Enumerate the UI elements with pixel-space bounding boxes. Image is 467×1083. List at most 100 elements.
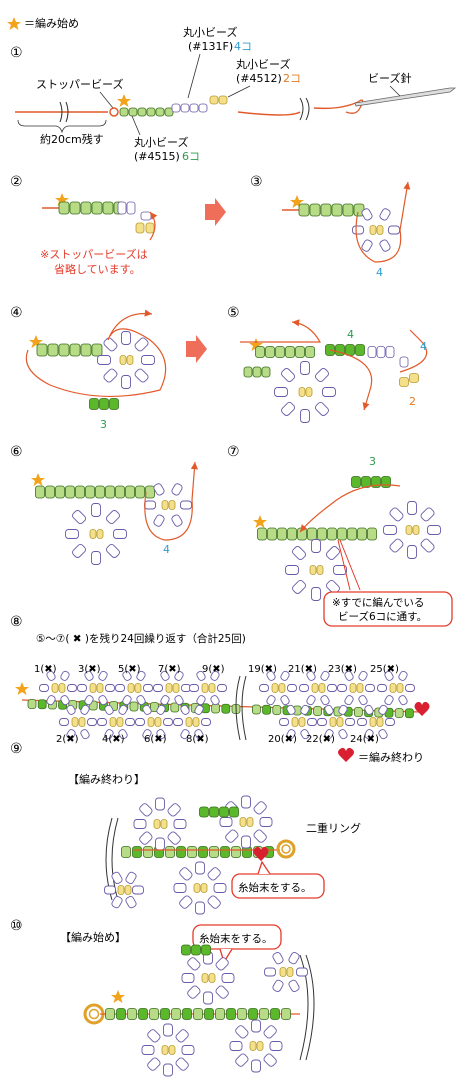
bead xyxy=(72,543,87,558)
bead xyxy=(358,695,368,706)
bead xyxy=(175,1057,189,1071)
bead xyxy=(99,398,109,410)
bead xyxy=(226,1008,236,1020)
bead xyxy=(241,835,251,849)
bead xyxy=(182,1008,192,1020)
bead xyxy=(122,695,132,706)
bead xyxy=(155,107,165,117)
bead xyxy=(195,861,205,875)
bead xyxy=(286,729,296,740)
bead xyxy=(165,683,173,693)
bead xyxy=(65,529,79,539)
bead xyxy=(280,670,290,681)
bead xyxy=(66,704,76,715)
bead xyxy=(141,355,155,365)
step-8-diagram: ⑤～⑦( ✖ )を残り24回繰り返す（合計25回) 1(✖)3(✖)5(✖)7(… xyxy=(15,632,430,764)
bead xyxy=(95,485,105,499)
bead xyxy=(300,729,310,740)
bead xyxy=(46,695,56,706)
bead xyxy=(104,704,114,715)
bead xyxy=(217,684,227,692)
repeat-label-bottom: 24(✖) xyxy=(350,734,379,745)
bead xyxy=(60,695,70,706)
bead xyxy=(194,704,204,715)
stopper-bead-label: ストッパービーズ xyxy=(36,77,123,91)
bead xyxy=(160,819,168,829)
bead xyxy=(133,819,147,829)
step-2-note-line1: ※ストッパービーズは xyxy=(40,247,148,261)
bead xyxy=(307,527,317,541)
step-5-count-yellow: 2 xyxy=(409,395,416,408)
bead xyxy=(251,1059,261,1073)
bead xyxy=(296,967,308,977)
bead xyxy=(89,683,97,693)
bead xyxy=(91,503,101,517)
bead xyxy=(179,895,193,909)
bead xyxy=(193,883,201,893)
bead xyxy=(161,500,169,510)
bead xyxy=(409,373,419,383)
bead xyxy=(266,670,276,681)
step-4-diagram: 3 xyxy=(25,309,167,431)
bead xyxy=(333,565,347,575)
bead xyxy=(139,803,153,817)
bead xyxy=(318,683,326,693)
bead xyxy=(116,717,124,727)
bead xyxy=(300,409,310,423)
bead xyxy=(239,817,247,827)
bead xyxy=(281,401,296,416)
step-7-note-line1: ※すでに編んでいる xyxy=(332,596,424,609)
bead xyxy=(288,952,300,965)
bead xyxy=(287,527,297,541)
bead xyxy=(277,527,287,541)
bead xyxy=(115,485,125,499)
bead xyxy=(196,670,206,681)
bead xyxy=(118,729,128,740)
step-arrow-icon xyxy=(186,335,207,363)
bead xyxy=(132,846,142,858)
bead xyxy=(60,670,70,681)
repeat-label-top: 7(✖) xyxy=(158,664,181,675)
step-10-note: 糸始末をする。 xyxy=(199,932,273,945)
star-icon xyxy=(117,94,131,107)
bead xyxy=(398,695,408,706)
step-5-count-white: 4 xyxy=(420,340,427,353)
bead xyxy=(170,702,180,713)
bead xyxy=(317,527,327,541)
bead xyxy=(288,979,300,992)
bead xyxy=(111,871,123,884)
bead xyxy=(115,684,125,692)
bead xyxy=(204,1008,214,1020)
bead xyxy=(229,1041,243,1051)
bead xyxy=(251,704,261,715)
bead xyxy=(399,377,409,387)
bead xyxy=(78,717,86,727)
bead xyxy=(91,551,101,565)
step-5-count-green: 4 xyxy=(347,328,354,341)
legend-start-label: ＝編み始め xyxy=(24,16,79,30)
bead xyxy=(163,1023,173,1037)
bead xyxy=(261,366,271,378)
bead xyxy=(122,670,132,681)
bead xyxy=(389,538,404,553)
bead xyxy=(381,476,391,488)
bead xyxy=(203,991,213,1005)
bead xyxy=(198,846,208,858)
bead xyxy=(295,346,305,358)
bead xyxy=(143,846,153,858)
bead xyxy=(405,684,415,692)
heart-icon xyxy=(253,846,269,861)
bead xyxy=(407,501,417,515)
bead xyxy=(189,103,199,113)
bead xyxy=(299,684,309,692)
bead xyxy=(134,683,142,693)
bead xyxy=(331,203,343,217)
bead xyxy=(180,704,190,715)
repeat-label-bottom: 2(✖) xyxy=(56,734,79,745)
star-icon xyxy=(31,473,45,486)
heart-icon xyxy=(338,747,354,762)
bead xyxy=(171,1008,181,1020)
bead xyxy=(263,1025,277,1039)
bead xyxy=(117,201,127,215)
bead xyxy=(311,683,319,693)
